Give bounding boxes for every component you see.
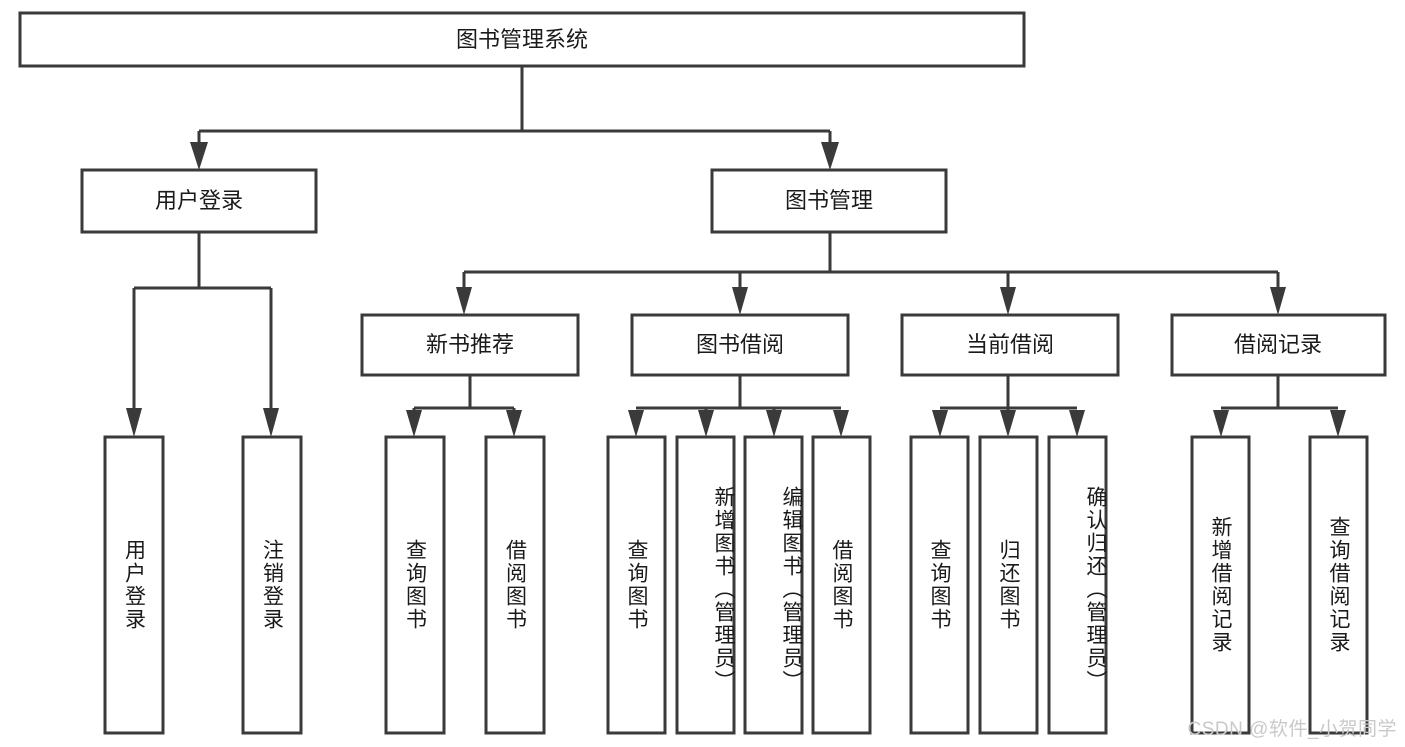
node-book-management[interactable] (710, 168, 948, 234)
arrowhead-leaf-user-login (126, 408, 142, 437)
node-user-login[interactable] (80, 168, 318, 234)
node-root-label: 图书管理系统 (456, 27, 588, 52)
arrowhead-book-borrow (732, 287, 748, 315)
arrowhead-current-borrow (1000, 287, 1016, 315)
leaf-box-borrow-lend-book[interactable] (811, 435, 872, 735)
arrowhead-record-add (1213, 410, 1229, 437)
arrowhead-recommend-query (406, 410, 422, 437)
arrowhead-borrow-query (628, 410, 644, 437)
arrowhead-borrow-lend (833, 410, 849, 437)
arrowhead-record-query (1330, 410, 1346, 437)
leaf-box-current-confirm-return[interactable] (1047, 435, 1108, 735)
arrowhead-leaf-logout (263, 408, 279, 437)
arrowhead-book-manage (821, 142, 839, 170)
node-current-borrow[interactable] (900, 313, 1120, 377)
node-root-book-management-system[interactable] (18, 11, 1026, 68)
leaf-box-recommend-borrow-book[interactable] (484, 435, 546, 735)
watermark-text: CSDN @软件_小贺同学 (1187, 719, 1397, 740)
node-new-book-recommend-label: 新书推荐 (426, 332, 514, 357)
leaf-box-borrow-edit-book[interactable] (743, 435, 804, 735)
arrowhead-borrow-record (1270, 287, 1286, 315)
arrowhead-current-return (1000, 410, 1016, 437)
node-current-borrow-label: 当前借阅 (966, 332, 1054, 357)
node-book-borrow[interactable] (630, 313, 850, 377)
leaf-box-user-login[interactable] (103, 435, 165, 735)
leaf-box-current-query-book[interactable] (909, 435, 970, 735)
arrowhead-borrow-add (698, 410, 714, 437)
node-new-book-recommend[interactable] (360, 313, 580, 377)
arrowhead-new-book (456, 287, 472, 315)
arrowhead-recommend-borrow (506, 410, 522, 437)
node-book-management-label: 图书管理 (785, 188, 873, 213)
leaf-box-recommend-query-book[interactable] (384, 435, 446, 735)
arrowhead-current-confirm (1069, 410, 1085, 437)
node-user-login-label: 用户登录 (155, 188, 243, 213)
leaf-box-logout[interactable] (241, 435, 303, 735)
node-borrow-record-label: 借阅记录 (1234, 332, 1322, 357)
arrowhead-user-login (190, 142, 208, 170)
node-borrow-record[interactable] (1170, 313, 1387, 377)
leaf-box-borrow-add-book[interactable] (675, 435, 736, 735)
arrowhead-borrow-edit (766, 410, 782, 437)
node-book-borrow-label: 图书借阅 (696, 332, 784, 357)
leaf-box-record-add[interactable] (1190, 435, 1251, 735)
leaf-box-record-query[interactable] (1308, 435, 1369, 735)
leaf-box-borrow-query-book[interactable] (606, 435, 667, 735)
leaf-box-current-return-book[interactable] (978, 435, 1039, 735)
arrowhead-current-query (932, 410, 948, 437)
